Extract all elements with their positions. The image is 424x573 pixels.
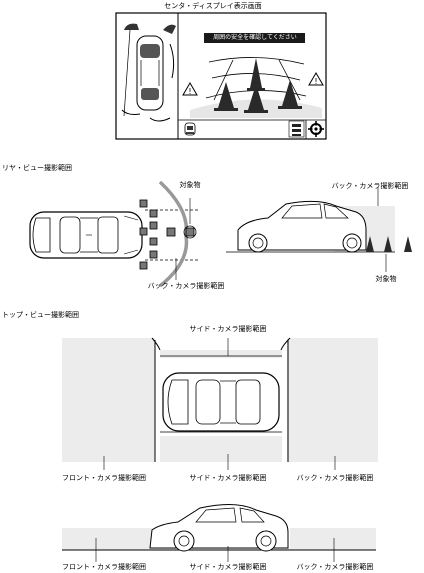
warning-message: 周囲の安全を確認してください <box>213 34 297 41</box>
top-view-panel <box>121 23 176 122</box>
back-camera-label: バック・カメラ撮影範囲 <box>296 474 374 482</box>
parking-sensor-icon[interactable] <box>184 122 196 136</box>
settings-gear-icon[interactable] <box>308 121 324 137</box>
side-view-diagram <box>62 504 376 562</box>
side-camera-label-top: サイド・カメラ撮影範囲 <box>189 325 267 333</box>
svg-text:!: ! <box>314 77 317 86</box>
back-camera-label-top: バック・カメラ撮影範囲 <box>147 282 225 290</box>
object-label-side: 対象物 <box>375 275 397 283</box>
svg-text:!: ! <box>188 87 191 96</box>
top-view-diagram <box>62 337 378 470</box>
rear-camera-scene <box>190 57 322 118</box>
object-label-top: 対象物 <box>179 181 201 189</box>
front-camera-label: フロント・カメラ撮影範囲 <box>62 474 146 482</box>
side-view-back-camera-label: バック・カメラ撮影範囲 <box>296 563 374 571</box>
rear-view-side-diagram <box>226 187 412 272</box>
rear-view-section-title: リヤ・ビュー撮影範囲 <box>2 164 72 172</box>
rear-view-top-diagram <box>29 180 200 288</box>
center-display-caption: センタ・ディスプレイ表示画面 <box>164 2 262 10</box>
view-switch-icon[interactable] <box>288 120 305 138</box>
side-view-side-camera-label: サイド・カメラ撮影範囲 <box>189 563 267 571</box>
warning-triangle-icon: ! ! <box>182 72 324 96</box>
side-view-front-camera-label: フロント・カメラ撮影範囲 <box>62 563 146 571</box>
top-view-section-title: トップ・ビュー撮影範囲 <box>2 311 79 319</box>
center-display-screen: ! ! <box>115 12 327 140</box>
back-camera-label-side: バック・カメラ撮影範囲 <box>331 182 409 190</box>
side-camera-label-bottom: サイド・カメラ撮影範囲 <box>189 474 267 482</box>
